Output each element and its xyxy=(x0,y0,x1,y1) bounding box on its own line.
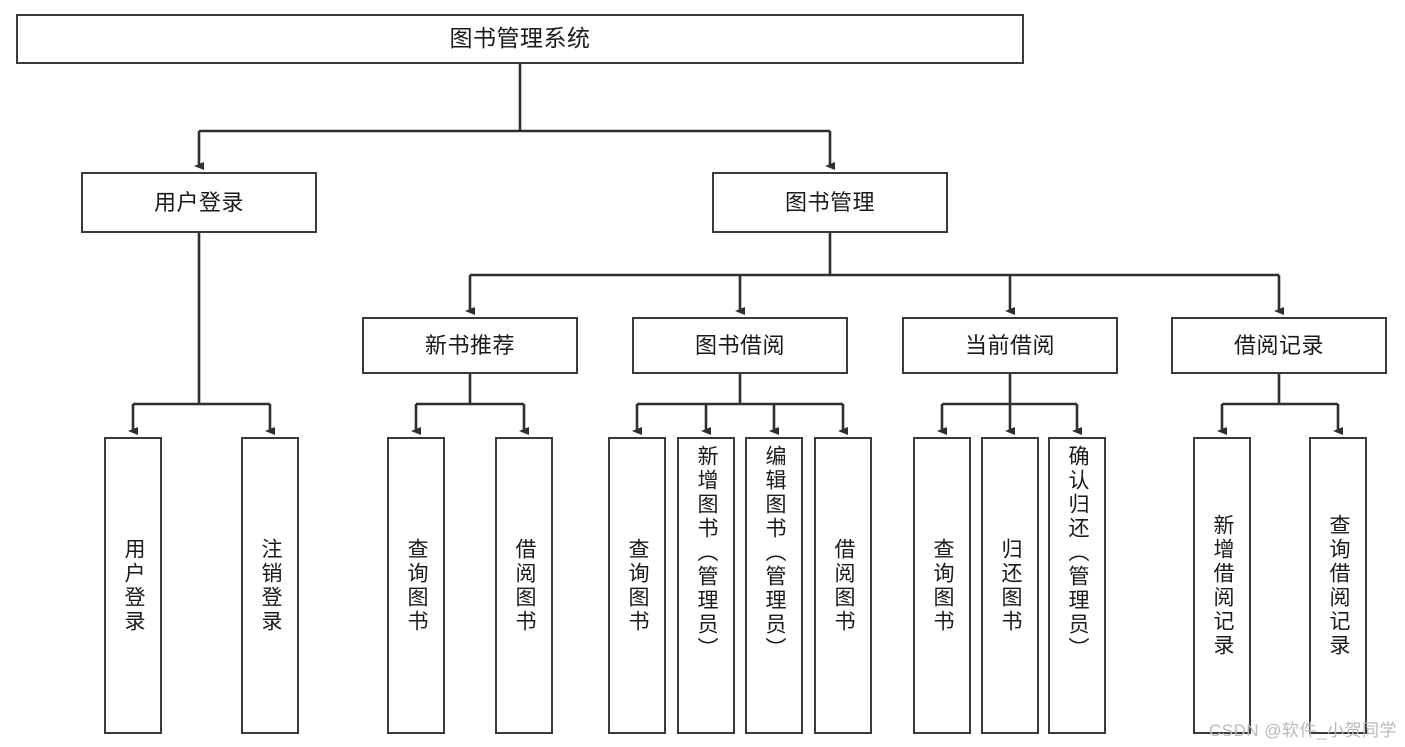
node-new-book-rec[interactable]: 新书推荐 xyxy=(362,317,578,374)
watermark-text: CSDN @软件_小贺同学 xyxy=(1208,721,1397,740)
node-label: 查询图书 xyxy=(931,537,955,634)
node-label: 当前借阅 xyxy=(964,332,1055,358)
node-user-login[interactable]: 用户登录 xyxy=(81,172,317,233)
node-label: 注销登录 xyxy=(259,537,283,634)
node-label: 归还图书 xyxy=(999,537,1023,634)
node-book-manage[interactable]: 图书管理 xyxy=(712,172,948,233)
node-leaf-edit-book[interactable]: 编辑图书（管理员） xyxy=(745,437,803,734)
node-leaf-query-book-1[interactable]: 查询图书 xyxy=(387,437,445,734)
node-leaf-add-book[interactable]: 新增图书（管理员） xyxy=(677,437,735,734)
node-leaf-query-book-2[interactable]: 查询图书 xyxy=(608,437,666,734)
node-leaf-logout[interactable]: 注销登录 xyxy=(241,437,299,734)
node-leaf-query-book-3[interactable]: 查询图书 xyxy=(913,437,971,734)
node-root-system[interactable]: 图书管理系统 xyxy=(16,14,1024,64)
node-label: 借阅图书 xyxy=(832,537,856,634)
node-label: 借阅图书 xyxy=(513,537,537,634)
node-leaf-return-book[interactable]: 归还图书 xyxy=(981,437,1039,734)
node-leaf-borrow-book-2[interactable]: 借阅图书 xyxy=(814,437,872,734)
node-leaf-confirm-return[interactable]: 确认归还（管理员） xyxy=(1048,437,1106,734)
node-leaf-add-record[interactable]: 新增借阅记录 xyxy=(1193,437,1251,734)
node-leaf-user-login[interactable]: 用户登录 xyxy=(104,437,162,734)
node-current-borrow[interactable]: 当前借阅 xyxy=(902,317,1118,374)
node-label: 借阅记录 xyxy=(1233,332,1324,358)
node-label: 查询图书 xyxy=(626,537,650,634)
node-label: 确认归还（管理员） xyxy=(1066,445,1090,661)
node-leaf-borrow-book-1[interactable]: 借阅图书 xyxy=(495,437,553,734)
node-label: 图书借阅 xyxy=(694,332,785,358)
node-book-borrow[interactable]: 图书借阅 xyxy=(632,317,848,374)
node-label: 新增图书（管理员） xyxy=(695,445,719,661)
node-label: 图书管理 xyxy=(784,189,875,215)
node-label: 新书推荐 xyxy=(424,332,515,358)
node-leaf-query-record[interactable]: 查询借阅记录 xyxy=(1309,437,1367,734)
node-label: 新增借阅记录 xyxy=(1211,513,1235,658)
node-label: 用户登录 xyxy=(153,189,244,215)
node-label: 查询图书 xyxy=(405,537,429,634)
node-label: 用户登录 xyxy=(122,537,146,634)
node-label: 图书管理系统 xyxy=(449,25,591,52)
node-label: 查询借阅记录 xyxy=(1327,513,1351,658)
node-borrow-record[interactable]: 借阅记录 xyxy=(1171,317,1387,374)
node-label: 编辑图书（管理员） xyxy=(763,445,787,661)
